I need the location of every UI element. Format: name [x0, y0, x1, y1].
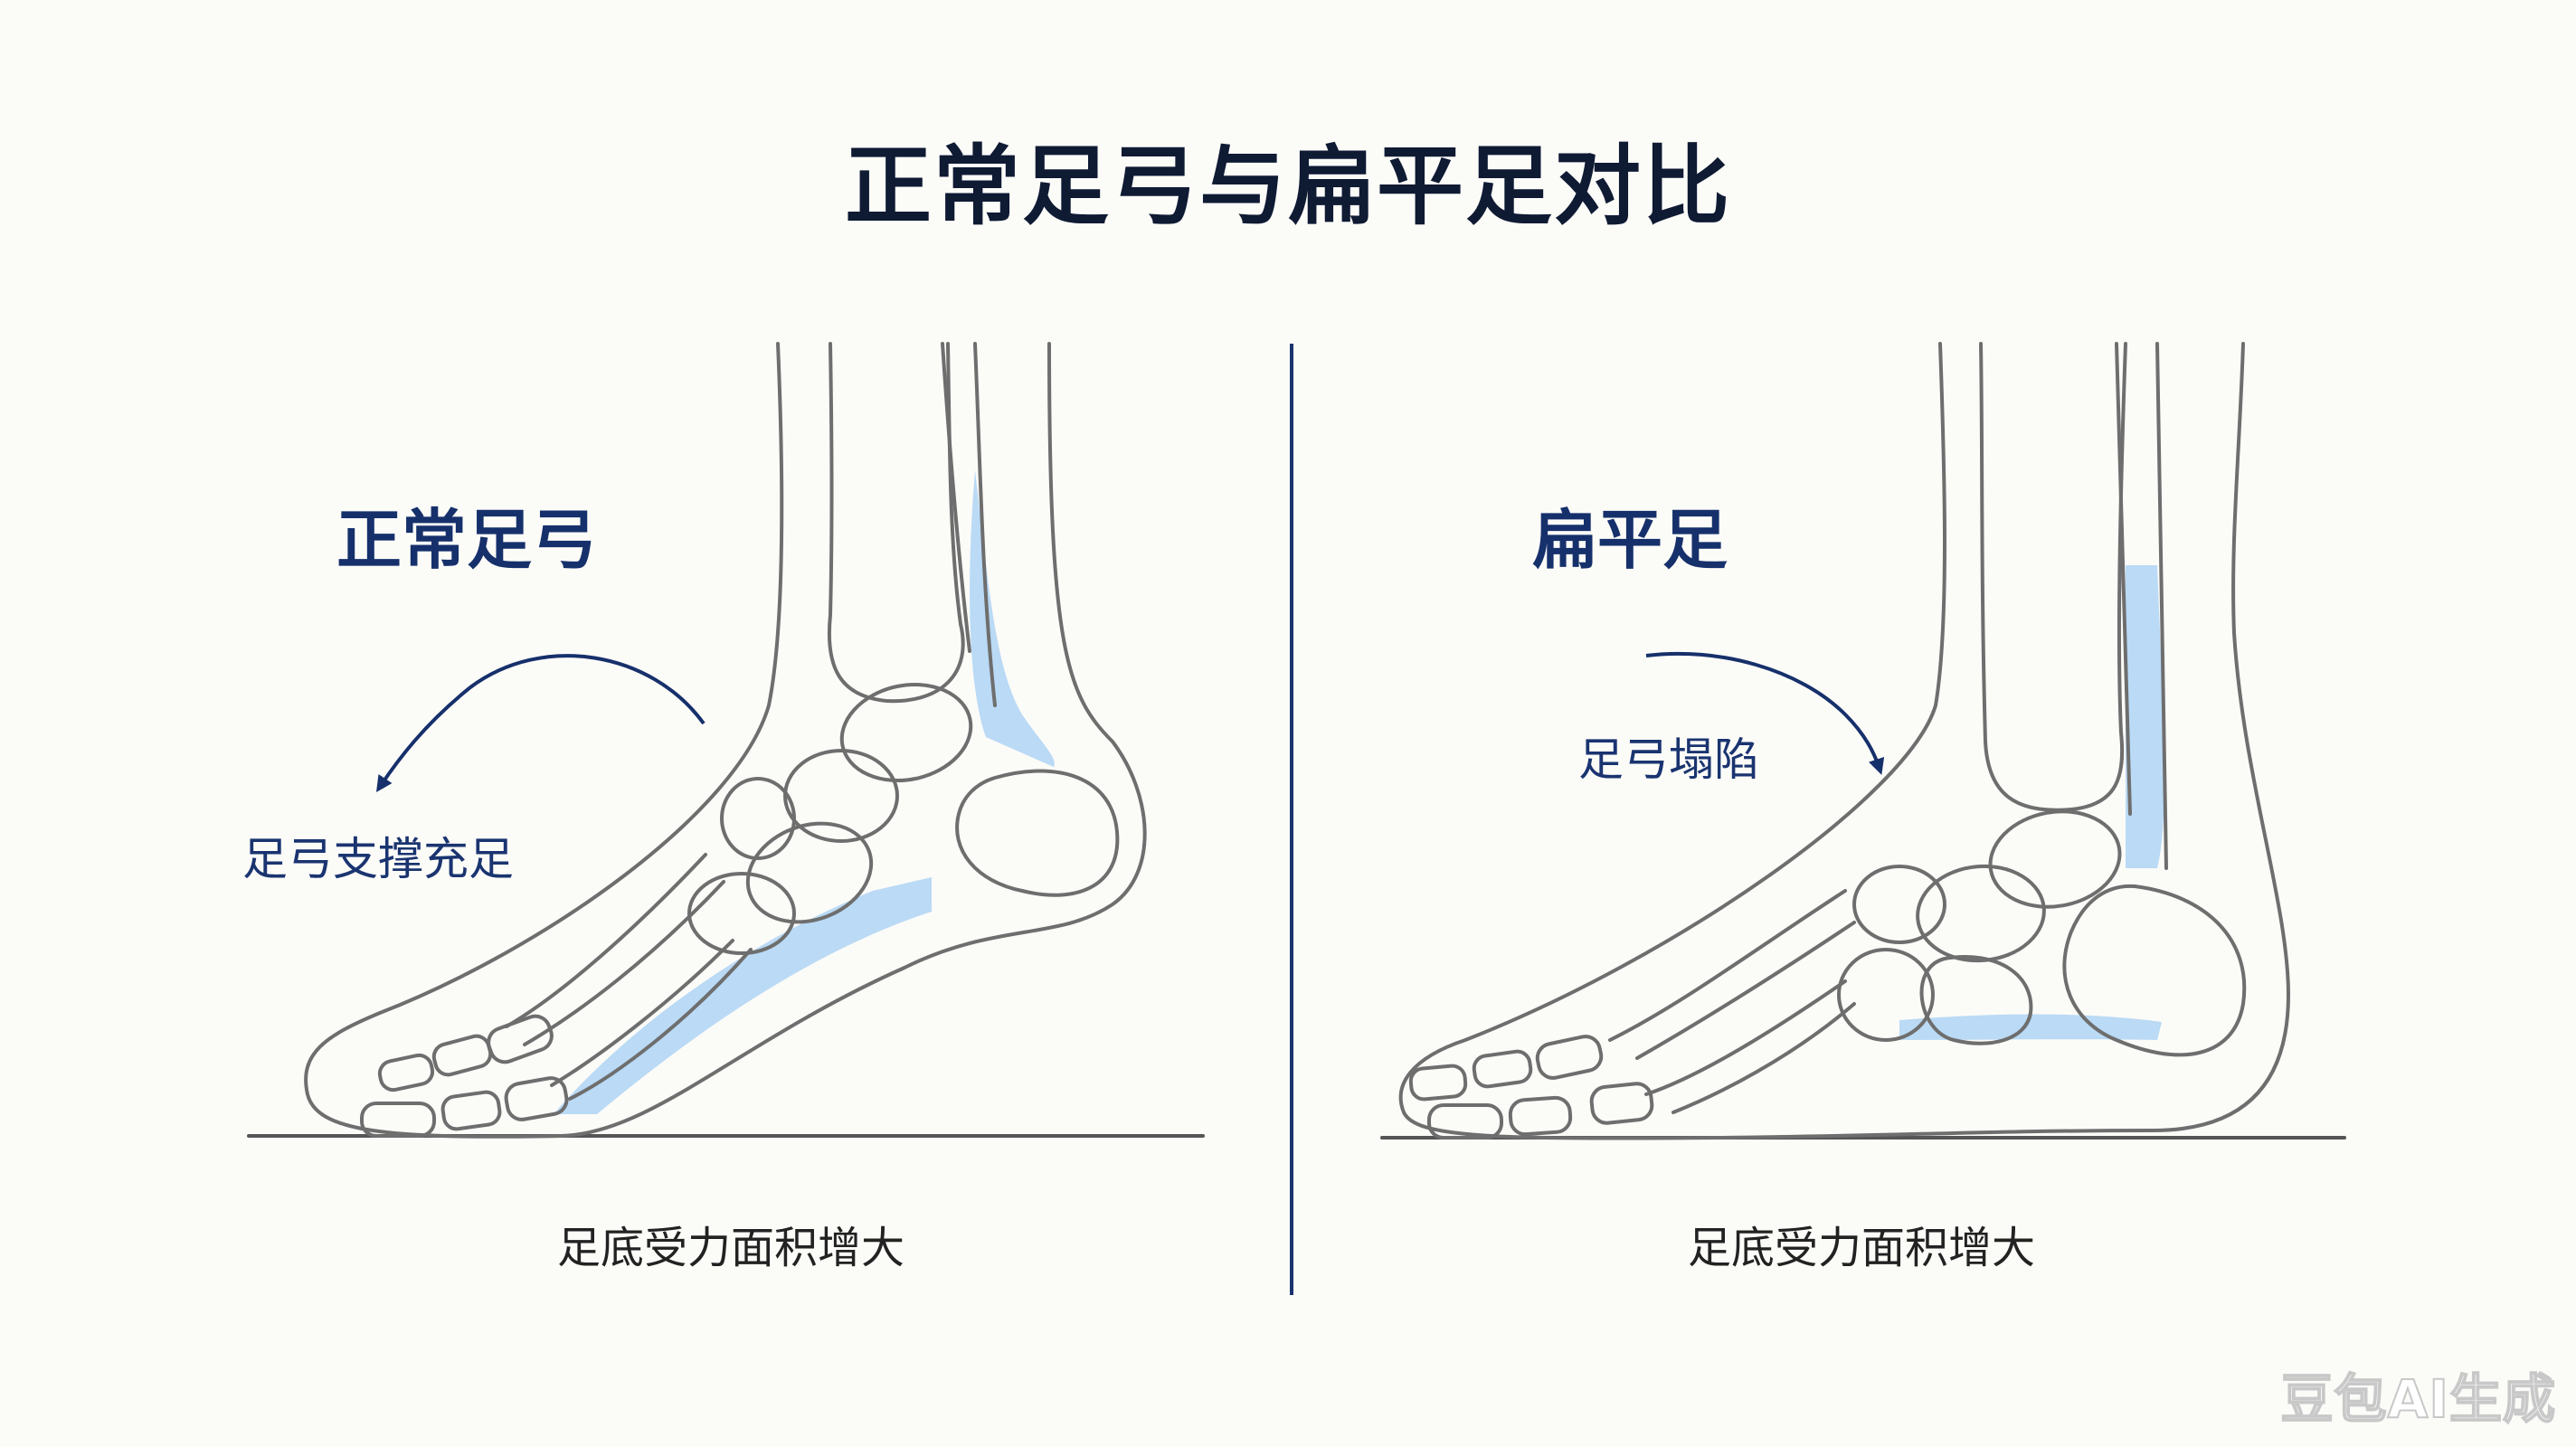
- cuneiform-right: [1852, 865, 1946, 944]
- phalanx-4-right: [1589, 1082, 1654, 1125]
- tibia-left: [827, 342, 965, 704]
- tibia-right: [1979, 342, 2127, 812]
- watermark: 豆包AI生成: [2280, 1367, 2556, 1431]
- calcaneus-left: [955, 769, 1120, 897]
- phalanx-5-right: [1508, 1095, 1573, 1137]
- metatarsal-1-left: [505, 853, 707, 1028]
- heel-highlight-right: [2126, 565, 2164, 868]
- metatarsal-4-left: [568, 948, 753, 1101]
- arch-highlight-left: [554, 877, 932, 1114]
- normal-foot-illustration: [247, 342, 1205, 1139]
- right-caption: 足底受力面积增大: [1688, 1223, 2036, 1273]
- cuneiform-left: [720, 777, 796, 860]
- talus-left: [839, 682, 973, 783]
- cuneiform2-left: [687, 872, 796, 955]
- leg-outline-left: [304, 342, 1147, 1139]
- heel-highlight-left: [970, 470, 1055, 767]
- page-title: 正常足弓与扁平足对比: [845, 136, 1731, 237]
- phalanx-3-right: [1408, 1064, 1468, 1102]
- metatarsal-2-left: [523, 880, 725, 1046]
- fibula-inner-right: [2155, 342, 2168, 870]
- metatarsal-1-right: [1608, 889, 1847, 1042]
- left-panel-title: 正常足弓: [336, 502, 598, 578]
- metatarsal-4-right: [1672, 1002, 1856, 1114]
- arch-highlight-right: [1899, 1014, 2162, 1040]
- phalanx-2-right: [1472, 1049, 1533, 1089]
- phalanx-6-left: [360, 1102, 436, 1138]
- phalanx-1-right: [1535, 1035, 1604, 1080]
- fibula-inner-left: [973, 342, 997, 707]
- phalanx-1-left: [487, 1014, 554, 1064]
- cuboid-right: [1919, 955, 2033, 1045]
- left-caption: 足底受力面积增大: [557, 1223, 905, 1273]
- phalanx-3-left: [377, 1053, 435, 1092]
- collapse-arrow-right: [1645, 651, 1885, 775]
- metatarsal-3-left: [550, 939, 734, 1087]
- left-annotation: 足弓支撑充足: [242, 833, 514, 885]
- leg-outline-right: [1398, 342, 2290, 1140]
- phalanx-5-left: [440, 1090, 502, 1131]
- navicular-left: [783, 749, 899, 843]
- cuneiform2-right: [1837, 948, 1935, 1042]
- calcaneus-right: [2062, 884, 2247, 1057]
- metatarsal-2-right: [1635, 921, 1856, 1060]
- arch-arrow-left: [376, 654, 706, 792]
- phalanx-6-right: [1427, 1103, 1503, 1140]
- fibula-right: [2115, 342, 2132, 816]
- phalanx-4-left: [504, 1076, 569, 1121]
- fibula-left: [941, 342, 971, 653]
- talus-right: [1988, 809, 2122, 909]
- right-panel-title: 扁平足: [1532, 502, 1728, 578]
- metatarsal-3-right: [1644, 979, 1847, 1096]
- right-annotation: 足弓塌陷: [1578, 733, 1759, 786]
- flat-foot-illustration: [1380, 342, 2346, 1140]
- navicular-right: [1916, 864, 2046, 963]
- phalanx-2-left: [431, 1034, 493, 1077]
